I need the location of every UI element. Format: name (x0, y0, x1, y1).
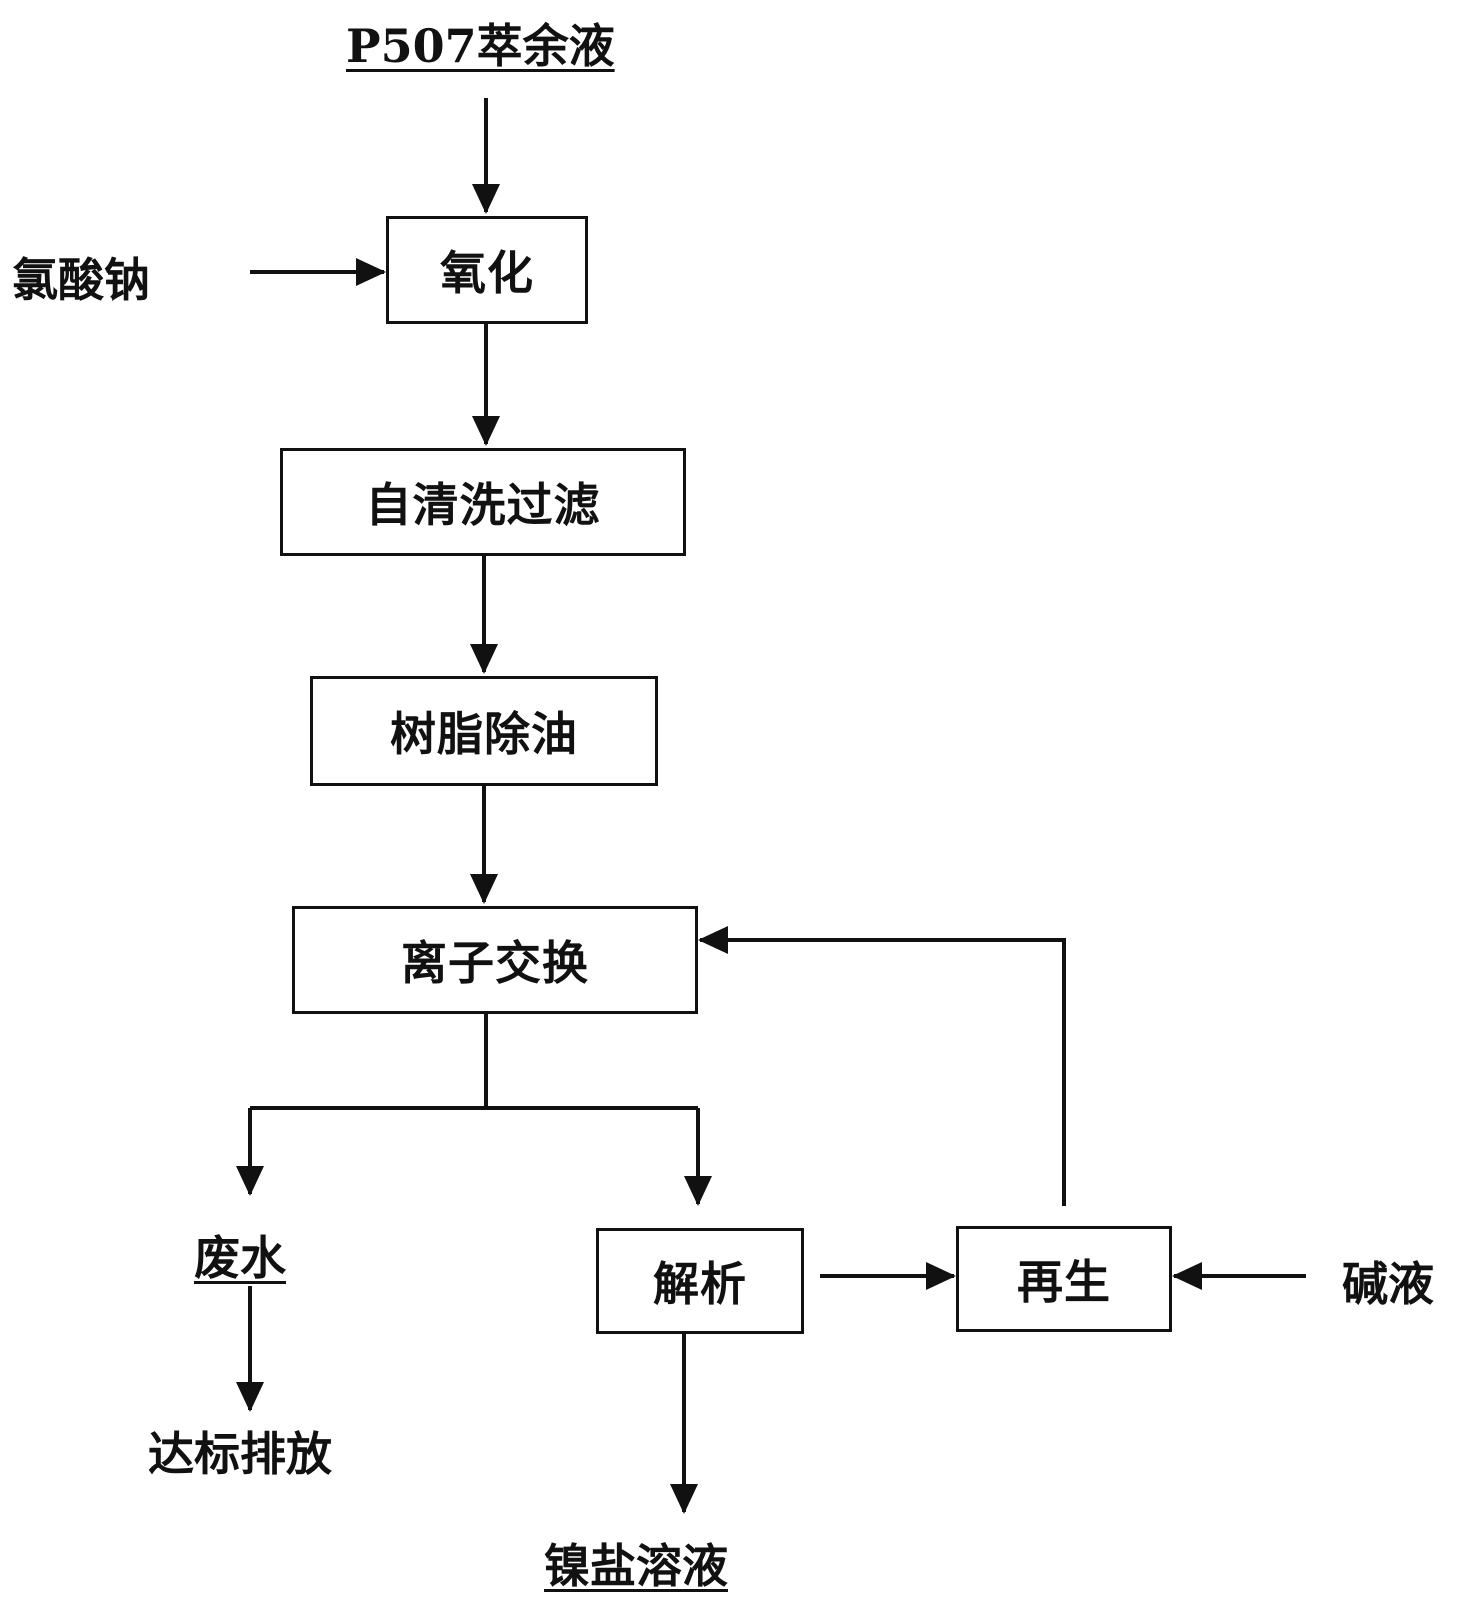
arrowhead-desorption-to-nickel (670, 1484, 698, 1514)
arrowhead-desorption-to-regeneration (926, 1262, 956, 1290)
output-discharge-label: 达标排放 (148, 1427, 332, 1481)
input-alkali-label: 碱液 (1342, 1257, 1434, 1311)
step-ion-exchange-label: 离子交换 (401, 936, 589, 990)
arrowhead-feed-to-oxidation (472, 184, 500, 214)
step-self-clean-filter-label: 自清洗过滤 (365, 478, 601, 532)
arrowhead-oxidant-to-oxidation (356, 258, 386, 286)
step-oxidation-label: 氧化 (440, 246, 534, 300)
step-resin-oil-removal-box: 树脂除油 (310, 676, 658, 786)
step-oxidation-box: 氧化 (386, 216, 588, 324)
step-regeneration-box: 再生 (956, 1226, 1172, 1332)
step-regeneration-label: 再生 (1017, 1255, 1111, 1309)
arrowhead-regeneration-to-ion-exchange (698, 926, 728, 954)
step-desorption-label: 解析 (653, 1257, 747, 1311)
arrowhead-filter-to-resin (470, 644, 498, 674)
arrowhead-wastewater-to-discharge (236, 1382, 264, 1412)
input-oxidant-label: 氯酸钠 (12, 253, 150, 307)
arrowhead-resin-to-ion-exchange (470, 874, 498, 904)
step-self-clean-filter-box: 自清洗过滤 (280, 448, 686, 556)
arrowhead-split-to-wastewater (236, 1166, 264, 1196)
step-ion-exchange-box: 离子交换 (292, 906, 698, 1014)
arrowhead-oxidation-to-filter (472, 416, 500, 446)
line-regeneration-loop (700, 938, 1066, 1206)
step-resin-oil-removal-label: 树脂除油 (390, 707, 578, 761)
step-desorption-box: 解析 (596, 1228, 804, 1334)
output-nickel-salt-solution-label: 镍盐溶液 (544, 1539, 728, 1593)
arrowhead-alkali-to-regeneration (1172, 1262, 1202, 1290)
input-feed-label: P507萃余液 (346, 19, 615, 73)
arrowhead-split-to-desorption (684, 1176, 712, 1206)
output-wastewater-label: 废水 (194, 1231, 286, 1285)
